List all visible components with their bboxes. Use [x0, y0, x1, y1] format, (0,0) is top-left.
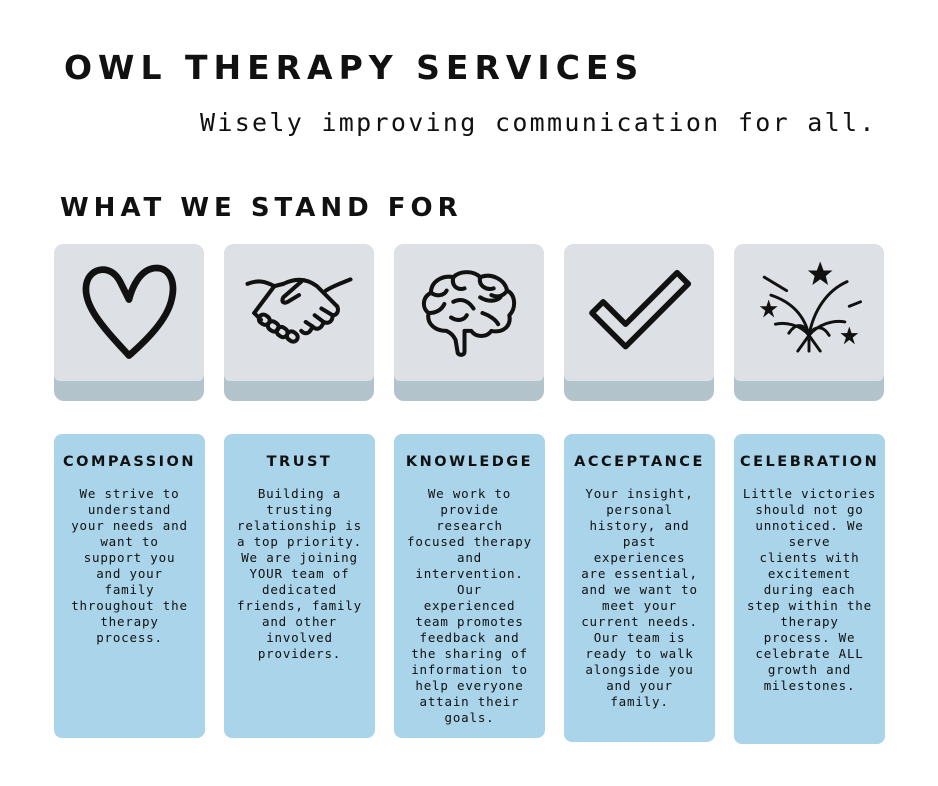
- tile-celebration: [734, 244, 884, 401]
- card-title: COMPASSION: [62, 454, 196, 470]
- card-acceptance: ACCEPTANCE Your insight, personal histor…: [564, 434, 715, 742]
- card-title: KNOWLEDGE: [405, 454, 534, 470]
- card-trust: TRUST Building a trusting relationship i…: [224, 434, 375, 738]
- tile-trust: [224, 244, 374, 401]
- card-knowledge: KNOWLEDGE We work to provide research fo…: [394, 434, 545, 738]
- card-body: We strive to understand your needs and w…: [71, 486, 188, 645]
- handshake-icon: [245, 276, 353, 344]
- card-body: Building a trusting relationship is a to…: [237, 486, 362, 661]
- card-title: CELEBRATION: [740, 454, 880, 470]
- heart-icon: [82, 264, 177, 359]
- tagline: Wisely improving communication for all.: [200, 108, 877, 137]
- card-compassion: COMPASSION We strive to understand your …: [54, 434, 205, 738]
- tile-compassion: [54, 244, 204, 401]
- card-title: TRUST: [266, 454, 333, 470]
- card-body: We work to provide research focused ther…: [407, 486, 532, 725]
- tile-knowledge: [394, 244, 544, 401]
- brain-icon: [421, 269, 517, 357]
- card-celebration: CELEBRATION Little victories should not …: [734, 434, 885, 744]
- tile-acceptance: [564, 244, 714, 401]
- card-body: Little victories should not go unnoticed…: [742, 486, 877, 693]
- card-title: ACCEPTANCE: [574, 454, 705, 470]
- fireworks-icon: [759, 260, 862, 353]
- card-body: Your insight, personal history, and past…: [581, 486, 698, 709]
- section-heading: WHAT WE STAND FOR: [60, 193, 463, 223]
- checkmark-icon: [589, 269, 692, 349]
- page-title: OWL THERAPY SERVICES: [64, 48, 645, 87]
